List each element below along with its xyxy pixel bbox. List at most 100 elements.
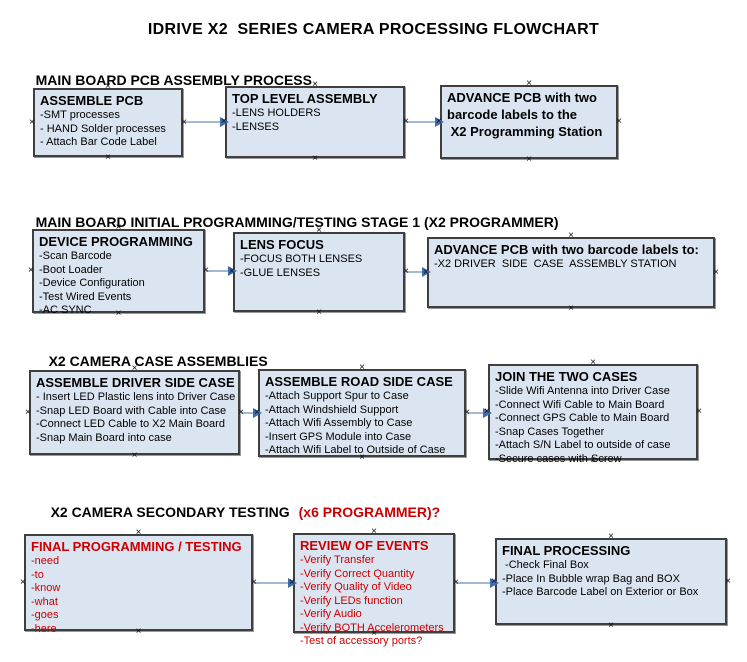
anchor-x-icon — [105, 154, 111, 162]
anchor-x-icon — [608, 533, 614, 541]
box-item: -Verify Transfer — [300, 554, 375, 566]
anchor-x-icon — [616, 118, 622, 126]
box-item: -Slide Wifi Antenna into Driver Case — [495, 385, 670, 397]
section-heading-text: MAIN BOARD INITIAL PROGRAMMING/TESTING S… — [35, 214, 559, 230]
box-item: -FOCUS BOTH LENSES — [240, 253, 363, 265]
box-item: - Insert LED Plastic lens into Driver Ca… — [36, 391, 236, 403]
anchor-x-icon — [423, 269, 429, 277]
box-item: -here — [31, 622, 57, 635]
flow-arrow — [405, 117, 444, 127]
box-item: -Attach S/N Label to outside of case — [495, 439, 671, 451]
anchor-x-icon — [491, 578, 497, 586]
anchor-x-icon — [251, 579, 257, 587]
box-item: -AC SYNC — [39, 304, 92, 316]
flow-box-final-programming-testing: FINAL PROGRAMMING / TESTING -need -to -k… — [24, 534, 253, 635]
flow-box-assemble-road-side-case: ASSEMBLE ROAD SIDE CASE -Attach Support … — [258, 369, 466, 457]
anchor-x-icon — [136, 628, 142, 636]
box-item: -to — [31, 568, 44, 581]
flow-box-join-the-two-cases: JOIN THE TWO CASES -Slide Wifi Antenna i… — [488, 364, 698, 465]
box-item: -Scan Barcode — [39, 250, 112, 262]
anchor-x-icon — [116, 310, 122, 318]
anchor-x-icon — [526, 80, 532, 88]
anchor-x-icon — [29, 119, 35, 127]
box-item: -Connect GPS Cable to Main Board — [495, 412, 670, 424]
box-item: - HAND Solder processes — [40, 122, 166, 135]
box-item: -Test Wired Events — [39, 290, 132, 303]
box-item: -Connect LED Cable to X2 Main Board — [36, 418, 225, 430]
box-item: -Verify Audio — [300, 608, 362, 620]
box-item: -LENS HOLDERS — [232, 107, 321, 119]
anchor-x-icon — [464, 409, 470, 417]
anchor-x-icon — [132, 365, 138, 373]
flow-arrow — [183, 117, 229, 127]
box-title: DEVICE PROGRAMMING — [39, 234, 193, 249]
box-item: -Snap Main Board into case — [36, 431, 172, 444]
box-item: -Snap Cases Together — [495, 425, 605, 438]
flow-box-advance-pcb-programming-station: ADVANCE PCB with two barcode labels to t… — [440, 85, 618, 159]
section-heading-case-assemblies: X2 CAMERA CASE ASSEMBLIES — [33, 337, 268, 385]
page-title: IDRIVE X2 SERIES CAMERA PROCESSING FLOWC… — [147, 21, 600, 38]
box-item: -Attach Wifi Assembly to Case — [265, 417, 413, 429]
anchor-x-icon — [25, 409, 31, 417]
anchor-x-icon — [568, 232, 574, 240]
box-item: -Attach Windshield Support — [265, 403, 399, 416]
flow-box-review-of-events: REVIEW OF EVENTS -Verify Transfer -Verif… — [293, 533, 455, 647]
flow-arrow — [253, 578, 297, 588]
anchor-x-icon — [371, 630, 377, 638]
box-item: -Secure cases with Screw — [495, 452, 622, 465]
box-title: LENS FOCUS — [240, 237, 324, 252]
box-title: ASSEMBLE ROAD SIDE CASE — [265, 374, 453, 389]
anchor-x-icon — [608, 622, 614, 630]
anchor-x-icon — [20, 579, 26, 587]
anchor-x-icon — [484, 408, 490, 416]
anchor-x-icon — [403, 118, 409, 126]
flow-box-assemble-driver-side-case: ASSEMBLE DRIVER SIDE CASE - Insert LED P… — [29, 370, 240, 455]
box-title: ASSEMBLE PCB — [40, 93, 144, 108]
anchor-x-icon — [312, 81, 318, 89]
flow-box-device-programming: DEVICE PROGRAMMING -Scan Barcode -Boot L… — [32, 229, 205, 316]
anchor-x-icon — [116, 224, 122, 232]
anchor-x-icon — [136, 529, 142, 537]
box-item: -Device Configuration — [39, 277, 145, 289]
section-heading-text: X2 CAMERA SECONDARY TESTING — [50, 504, 290, 520]
box-item: -Attach Support Spur to Case — [265, 390, 409, 402]
flow-box-advance-pcb-case-assembly: ADVANCE PCB with two barcode labels to: … — [427, 237, 715, 308]
box-item: -what — [31, 595, 58, 608]
box-item: -Verify Quality of Video — [300, 581, 412, 593]
box-item: -Place Barcode Label on Exterior or Box — [502, 586, 699, 598]
box-title: REVIEW OF EVENTS — [300, 538, 429, 553]
box-item: -know — [31, 582, 61, 594]
section-heading-pcb-assembly: MAIN BOARD PCB ASSEMBLY PROCESS — [20, 56, 312, 104]
box-item: -X2 DRIVER SIDE CASE ASSEMBLY STATION — [434, 258, 677, 270]
box-item: -SMT processes — [40, 109, 120, 121]
section-heading-red-text: (x6 PROGRAMMER)? — [298, 504, 441, 520]
box-item: -Verify Correct Quantity — [300, 567, 415, 580]
box-item: -Place In Bubble wrap Bag and BOX — [502, 572, 680, 585]
anchor-x-icon — [238, 409, 244, 417]
box-title: ADVANCE PCB with two barcode labels to: — [434, 242, 699, 257]
anchor-x-icon — [316, 309, 322, 317]
anchor-x-icon — [254, 409, 260, 417]
anchor-x-icon — [105, 83, 111, 91]
anchor-x-icon — [316, 227, 322, 235]
anchor-x-icon — [229, 268, 235, 276]
section-heading-secondary-testing: X2 CAMERA SECONDARY TESTING (x6 PROGRAMME… — [35, 488, 441, 536]
box-item: -Check Final Box — [502, 559, 589, 571]
box-item: -goes — [31, 609, 59, 621]
box-item: -Snap LED Board with Cable into Case — [36, 404, 227, 417]
box-title: FINAL PROCESSING — [502, 543, 631, 558]
box-item: - Attach Bar Code Label — [40, 136, 157, 148]
anchor-x-icon — [312, 155, 318, 163]
box-item: -LENSES — [232, 120, 280, 133]
anchor-x-icon — [403, 268, 409, 276]
flow-box-final-processing: FINAL PROCESSING -Check Final Box -Place… — [495, 538, 727, 625]
box-item: -Attach Wifi Label to Outside of Case — [265, 444, 446, 456]
anchor-x-icon — [359, 454, 365, 462]
section-heading-initial-programming: MAIN BOARD INITIAL PROGRAMMING/TESTING S… — [20, 198, 559, 246]
anchor-x-icon — [289, 579, 295, 587]
anchor-x-icon — [696, 408, 702, 416]
anchor-x-icon — [371, 528, 377, 536]
box-item: -Boot Loader — [39, 263, 103, 276]
anchor-x-icon — [590, 359, 596, 367]
